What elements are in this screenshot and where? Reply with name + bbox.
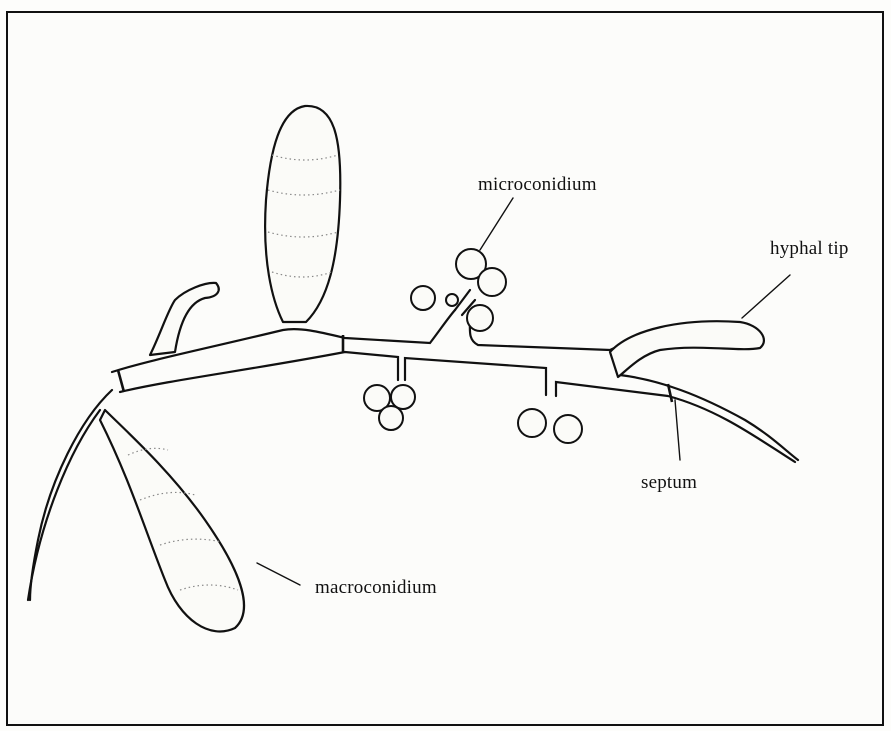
lower-macroconidium xyxy=(100,410,244,631)
label-septum: septum xyxy=(641,472,697,494)
leader-septum xyxy=(675,400,680,460)
label-hyphal-tip: hyphal tip xyxy=(770,238,849,260)
main-hypha xyxy=(28,283,798,600)
leader-microconidium xyxy=(480,198,513,250)
microconidia-right-cluster xyxy=(518,409,582,443)
leader-macroconidium xyxy=(257,563,300,585)
upper-macroconidium xyxy=(265,106,340,322)
leader-hyphal-tip xyxy=(742,275,790,318)
septum-mark-2 xyxy=(118,370,124,392)
microconidia-middle-cluster xyxy=(364,385,415,430)
label-macroconidium: macroconidium xyxy=(315,577,437,599)
label-microconidium: microconidium xyxy=(478,174,597,196)
microconidia-upper-cluster xyxy=(411,249,506,331)
